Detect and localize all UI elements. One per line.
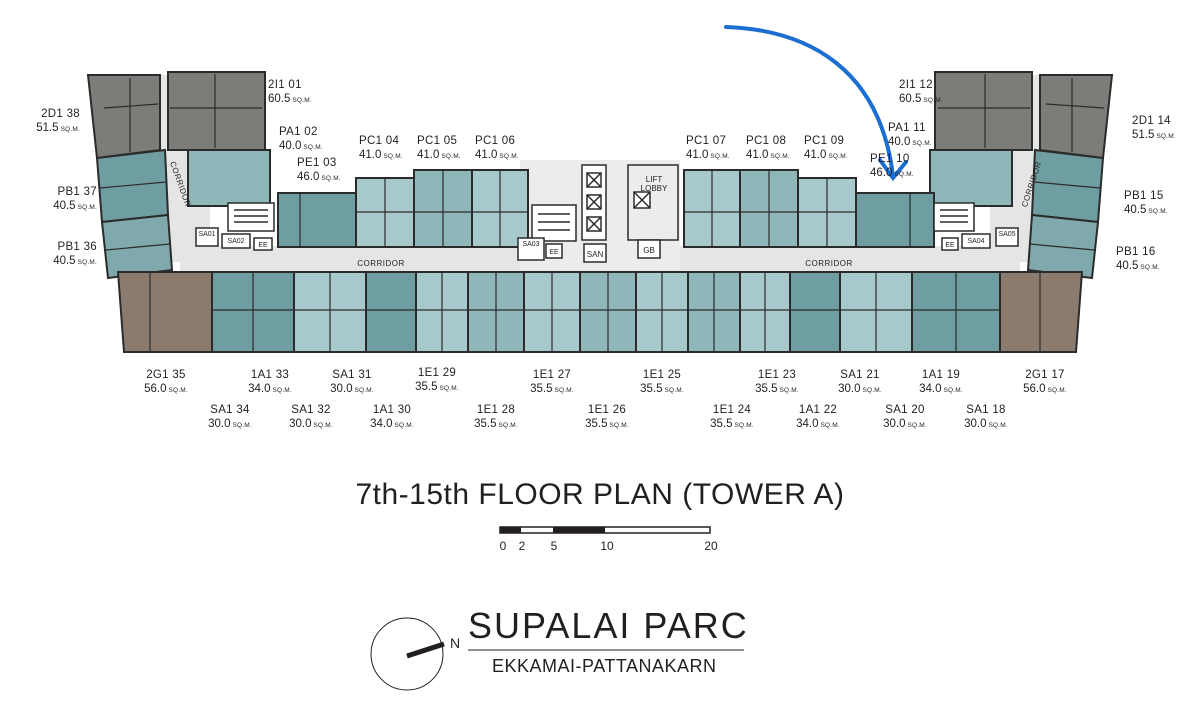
sa02-label: SA02 — [227, 238, 244, 245]
scale-tick: 2 — [519, 539, 526, 553]
ee-label-right: EE — [945, 242, 955, 249]
north-label: N — [450, 635, 461, 651]
corridor-label-left: CORRIDOR — [357, 259, 405, 268]
ee-label-left: EE — [258, 242, 268, 249]
right-wing — [929, 71, 1114, 353]
brand-location: EKKAMAI-PATTANAKARN — [492, 656, 717, 676]
san-label: SAN — [587, 250, 604, 259]
north-compass-icon — [370, 617, 445, 691]
floor-plan-title: 7th-15th FLOOR PLAN (TOWER A) — [355, 478, 845, 511]
gb-label: GB — [643, 246, 655, 255]
sa04-label: SA04 — [967, 238, 984, 245]
scale-tick: 10 — [600, 539, 614, 553]
corridor-label-right: CORRIDOR — [805, 259, 853, 268]
scale-tick: 20 — [704, 539, 718, 553]
sa01-label: SA01 — [198, 231, 215, 238]
scale-tick: 0 — [500, 539, 507, 553]
lift-lobby-label-1: LIFT — [646, 175, 663, 184]
sa05-label: SA05 — [998, 231, 1015, 238]
scale-tick: 5 — [551, 539, 558, 553]
lift-lobby-label-2: LOBBY — [641, 184, 668, 193]
sa03-label: SA03 — [522, 241, 539, 248]
building-core — [195, 164, 1019, 263]
annotation-arrow — [724, 25, 908, 182]
unit-code: 2D1 38 — [41, 108, 80, 120]
ee-label-mid: EE — [549, 249, 559, 256]
interior-partitions — [99, 74, 1105, 352]
brand-name: SUPALAI PARC — [468, 605, 749, 646]
scale-bar — [499, 526, 711, 534]
scale-bar-ticks: 0 2 5 10 20 — [500, 539, 718, 553]
